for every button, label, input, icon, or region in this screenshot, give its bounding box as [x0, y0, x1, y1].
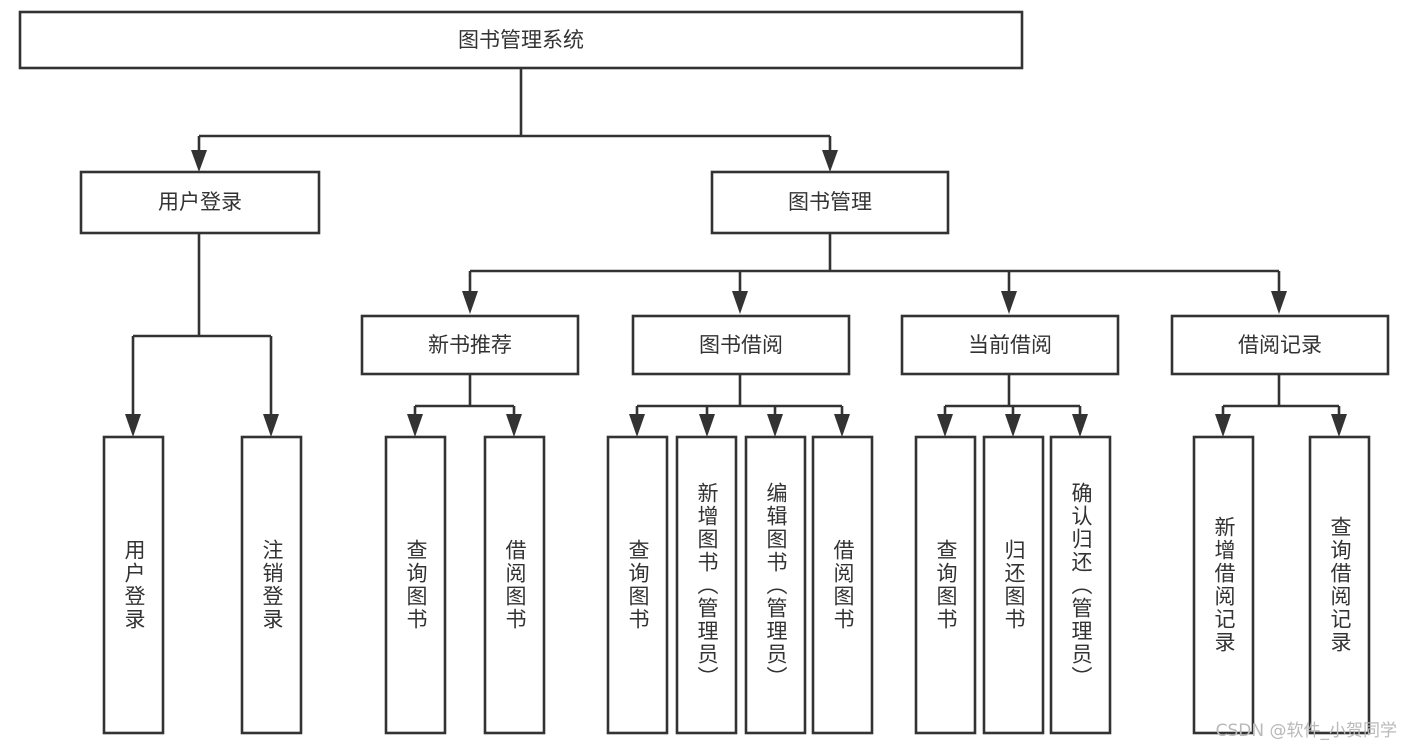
connector-borrowrecord-to-leaves: [1215, 374, 1347, 437]
node-root-label: 图书管理系统: [458, 28, 584, 52]
node-user-login-label: 用户登录: [158, 190, 242, 214]
leaf-box-add-record: [1192, 435, 1255, 735]
leaf-box-query-book-1: [384, 435, 447, 735]
leaf-box-logout: [240, 435, 303, 735]
node-user-login[interactable]: 用户登录: [79, 170, 321, 235]
leaf-box-query-record: [1308, 435, 1371, 735]
leaf-box-user-login: [102, 435, 165, 735]
node-borrow-record-label: 借阅记录: [1238, 333, 1322, 357]
leaf-box-return-book: [982, 435, 1045, 735]
node-book-manage[interactable]: 图书管理: [710, 170, 950, 235]
connector-userlogin-to-leaves: [125, 233, 279, 437]
node-book-borrow-label: 图书借阅: [699, 333, 783, 357]
node-borrow-record[interactable]: 借阅记录: [1170, 314, 1390, 376]
leaf-box-borrow-book-1: [483, 435, 546, 735]
connector-currentborrow-to-leaves: [937, 374, 1088, 437]
connector-newbook-to-leaves: [407, 374, 522, 437]
leaf-boxes: [102, 435, 1371, 735]
node-current-borrow-label: 当前借阅: [968, 333, 1052, 357]
leaf-box-query-book-2: [606, 435, 669, 735]
connector-bookmanage-to-level2: [462, 233, 1287, 314]
leaf-box-edit-book: [744, 435, 807, 735]
leaf-box-add-book: [675, 435, 738, 735]
connector-root-to-level1: [191, 68, 838, 172]
node-new-book-rec-label: 新书推荐: [428, 333, 512, 357]
leaf-box-query-book-3: [914, 435, 977, 735]
connector-bookborrow-to-leaves: [629, 374, 850, 437]
node-new-book-rec[interactable]: 新书推荐: [360, 314, 580, 376]
node-book-manage-label: 图书管理: [788, 190, 872, 214]
leaf-box-borrow-book-2: [811, 435, 874, 735]
node-root[interactable]: 图书管理系统: [18, 10, 1024, 70]
csdn-watermark: CSDN @软件_小贺同学: [1215, 721, 1397, 741]
node-book-borrow[interactable]: 图书借阅: [631, 314, 851, 376]
leaf-box-confirm-return: [1049, 435, 1112, 735]
node-current-borrow[interactable]: 当前借阅: [900, 314, 1120, 376]
